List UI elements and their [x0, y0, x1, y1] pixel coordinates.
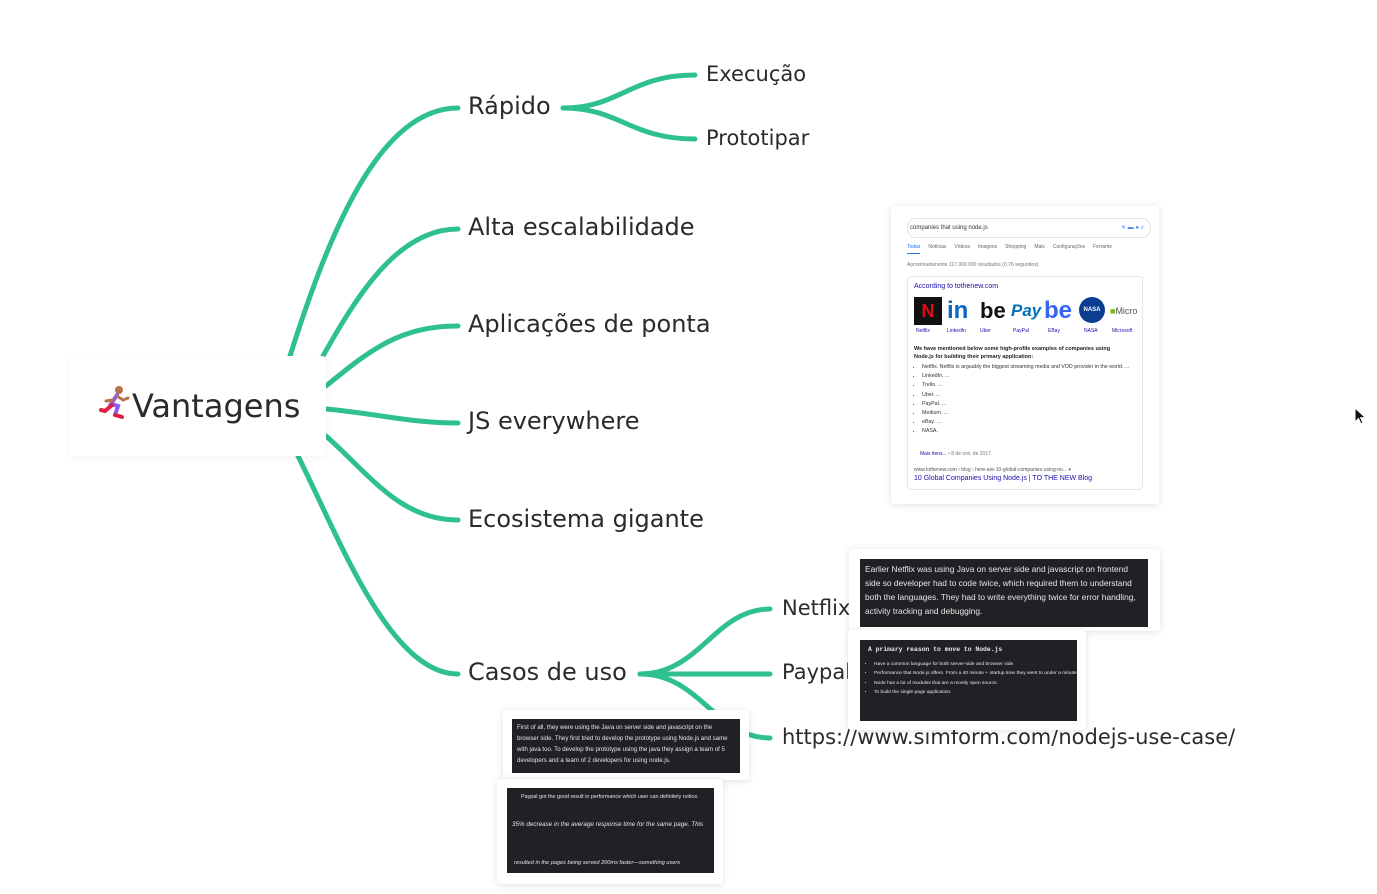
logo-caption: LinkedIn	[947, 328, 966, 334]
connector-aplicacoes	[323, 323, 461, 389]
google-results-image[interactable]: companies that using node.js ✕ ▬ ● ⌕ Tod…	[891, 206, 1159, 504]
node-rapido[interactable]: Rápido	[468, 92, 551, 120]
reason-note-list: Have a common language for both server-s…	[866, 660, 1079, 698]
node-js-everywhere[interactable]: JS everywhere	[468, 407, 640, 435]
google-featured-snippet: According to tothenew.com N Netflix in L…	[907, 276, 1143, 490]
google-result-count: Aproximadamente 117.000.000 resultados (…	[907, 262, 1039, 268]
node-aplicacoes-de-ponta[interactable]: Aplicações de ponta	[468, 310, 711, 338]
running-person-icon	[99, 386, 130, 419]
node-execucao[interactable]: Execução	[706, 62, 807, 86]
mouse-cursor-icon	[1354, 407, 1367, 425]
google-tab: Vídeos	[954, 244, 970, 250]
connector-execucao	[560, 72, 698, 111]
reason-note-title: A primary reason to move to Node.js	[868, 646, 1003, 653]
google-result-url: www.tothenew.com › blog › here-are-10-gl…	[914, 467, 1072, 473]
list-item: LinkedIn. ...	[922, 372, 1144, 381]
linkedin-logo: in	[947, 297, 969, 324]
google-tabs: Todas Notícias Vídeos Imagens Shopping Mais Co…	[907, 244, 1120, 254]
list-item: NASA.	[922, 427, 1144, 436]
connector-casos	[295, 453, 461, 677]
ebay-logo: be	[1044, 297, 1073, 324]
google-more-label: Mais itens...	[920, 451, 947, 457]
node-alta-escalabilidade[interactable]: Alta escalabilidade	[468, 213, 695, 241]
list-item: Uber. ...	[922, 391, 1144, 400]
paypal-result-line2: 35% decrease in the average response tim…	[512, 821, 704, 828]
paypal-result-line1: Paypal got the good result in performanc…	[521, 794, 699, 800]
netflix-logo: N	[914, 297, 942, 325]
paypal-result-line3: resulted in the pages being served 200ms…	[514, 860, 681, 866]
list-item: eBay. ...	[922, 418, 1144, 427]
logo-caption: EBay	[1048, 328, 1060, 334]
nasa-logo: NASA	[1079, 297, 1105, 323]
netflix-note-image[interactable]: Earlier Netflix was using Java on server…	[849, 549, 1160, 631]
uber-logo: be	[980, 298, 1006, 323]
logo-caption: NASA	[1084, 328, 1098, 334]
paypal-result-image[interactable]: Paypal got the good result in performanc…	[497, 779, 723, 884]
google-tab: Mais	[1034, 244, 1045, 250]
paypal-note-text: First of all, they were using the Java o…	[512, 719, 740, 773]
company-logos: N Netflix in LinkedIn be Uber Pay PayPal…	[914, 297, 1142, 335]
node-ecosistema-gigante[interactable]: Ecosistema gigante	[468, 505, 704, 533]
connector-js	[323, 406, 461, 426]
google-more-items: Mais itens... • 8 de nov. de 2017	[920, 451, 991, 457]
google-tab: Shopping	[1005, 244, 1027, 250]
google-tab: Todas	[907, 244, 921, 254]
list-item: Netflix. Netflix is arguably the biggest…	[922, 363, 1144, 372]
list-item: Trello. ...	[922, 381, 1144, 390]
google-search-query: companies that using node.js	[910, 225, 988, 231]
google-search-bar: companies that using node.js ✕ ▬ ● ⌕	[907, 218, 1151, 238]
node-paypal[interactable]: Paypal	[782, 660, 852, 684]
google-tab: Configurações	[1052, 244, 1086, 250]
logo-caption: PayPal	[1013, 328, 1029, 334]
node-casos-de-uso[interactable]: Casos de uso	[468, 658, 627, 686]
list-item: PayPal. ...	[922, 400, 1144, 409]
root-node-label: Vantagens	[132, 387, 301, 425]
connector-rapido	[287, 105, 461, 359]
paypal-logo: Pay	[1011, 301, 1042, 320]
google-tab: Ferrame	[1093, 244, 1113, 250]
list-item: Performance that Node.js offers. From a …	[874, 669, 1079, 678]
microsoft-logo-text: Micro	[1115, 306, 1138, 316]
connector-prototipar	[560, 105, 698, 142]
microsoft-logo: ■Micro	[1110, 306, 1138, 316]
logo-caption: Uber	[980, 328, 991, 334]
reason-note-image[interactable]: A primary reason to move to Node.js Have…	[848, 630, 1086, 730]
google-according-to: According to tothenew.com	[914, 283, 999, 290]
google-tab: Imagens	[977, 244, 998, 250]
root-node[interactable]: Vantagens	[98, 384, 300, 425]
google-result-link: 10 Global Companies Using Node.js | TO T…	[914, 475, 1093, 482]
google-tab: Notícias	[928, 244, 947, 250]
logo-caption: Microsoft	[1112, 328, 1133, 334]
search-icon: ✕ ▬ ● ⌕	[1120, 225, 1144, 231]
google-more-date: • 8 de nov. de 2017	[948, 451, 991, 457]
connector-netflix	[637, 606, 773, 677]
google-snippet-heading: We have mentioned below some high-profil…	[914, 346, 1111, 360]
paypal-note-image[interactable]: First of all, they were using the Java o…	[503, 710, 749, 780]
node-netflix[interactable]: Netflix	[782, 596, 851, 620]
google-snippet-list: Netflix. Netflix is arguably the biggest…	[914, 363, 1144, 437]
list-item: Medium. ...	[922, 409, 1144, 418]
paypal-result-panel: Paypal got the good result in performanc…	[507, 788, 714, 873]
connector-simform	[637, 671, 773, 741]
reason-note-panel: A primary reason to move to Node.js Have…	[860, 640, 1079, 721]
list-item: To build the single page application.	[874, 688, 1079, 697]
node-prototipar[interactable]: Prototipar	[706, 126, 810, 150]
list-item: Have a common language for both server-s…	[874, 660, 1079, 669]
connector-alta	[320, 226, 461, 359]
list-item: Node has a lot of modules that are a mos…	[874, 679, 1079, 688]
logo-caption: Netflix	[916, 328, 930, 334]
connector-ecosistema	[323, 433, 461, 523]
netflix-note-text: Earlier Netflix was using Java on server…	[860, 559, 1148, 627]
